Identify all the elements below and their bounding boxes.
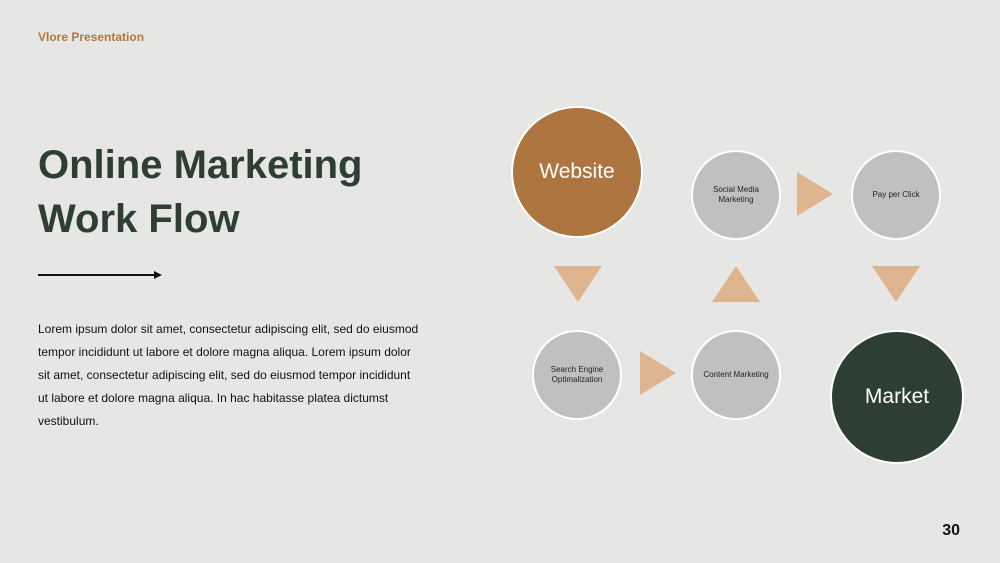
arrow-ppc-to-market bbox=[872, 266, 920, 302]
title-line-1: Online Marketing bbox=[38, 143, 363, 187]
decorative-arrow-line bbox=[38, 274, 156, 276]
node-social-media-label: Social Media Marketing bbox=[713, 185, 759, 204]
page-number: 30 bbox=[942, 522, 960, 539]
arrow-content-to-social bbox=[712, 266, 760, 302]
body-paragraph: Lorem ipsum dolor sit amet, consectetur … bbox=[38, 322, 419, 428]
brand-label: Vlore Presentation bbox=[38, 30, 145, 44]
decorative-arrow-head bbox=[154, 271, 162, 279]
arrow-website-to-seo bbox=[554, 266, 602, 302]
node-market: Market bbox=[830, 330, 964, 464]
arrow-social-to-ppc bbox=[797, 172, 833, 216]
slide-title: Online Marketing Work Flow bbox=[38, 138, 363, 246]
node-search-engine-label: Search Engine Optimalization bbox=[550, 365, 604, 384]
node-website: Website bbox=[511, 106, 643, 238]
node-search-engine: Search Engine Optimalization bbox=[532, 330, 622, 420]
title-line-2: Work Flow bbox=[38, 197, 240, 241]
node-website-label: Website bbox=[539, 160, 615, 183]
node-content-label: Content Marketing bbox=[703, 370, 769, 379]
arrow-seo-to-content bbox=[640, 351, 676, 395]
node-social-media: Social Media Marketing bbox=[691, 150, 781, 240]
node-pay-per-click: Pay per Click bbox=[851, 150, 941, 240]
node-pay-per-click-label: Pay per Click bbox=[872, 190, 920, 199]
node-market-label: Market bbox=[864, 385, 930, 408]
node-content: Content Marketing bbox=[691, 330, 781, 420]
